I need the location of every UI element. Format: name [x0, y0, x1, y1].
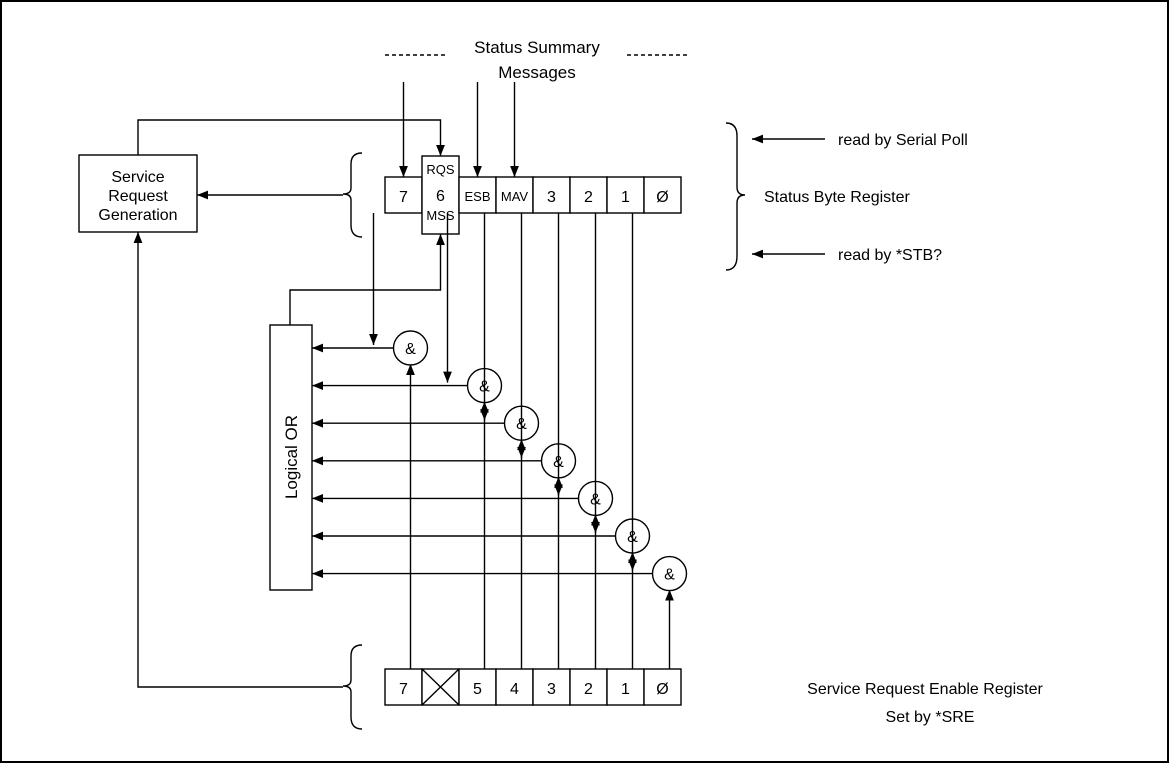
sbr-cell-rqs-label: RQS [426, 162, 455, 177]
sre-to-srg-line [133, 232, 343, 688]
and-gate-symbol: & [405, 341, 416, 358]
sbr-cell-bit6-label: 6 [436, 188, 445, 205]
sbr-cell-rqs-mss [421, 155, 460, 235]
sre-register-sublabel: Set by *SRE [886, 709, 975, 726]
srg-line1: Service [111, 169, 164, 186]
read-by-stb-label: read by *STB? [838, 247, 942, 264]
read-by-serial-poll-label: read by Serial Poll [838, 132, 968, 149]
status-byte-right-brace [725, 122, 746, 271]
srg-line2: Request [108, 188, 168, 205]
sbr-cell-mss-label: MSS [426, 208, 455, 223]
sre-cell-label: 7 [399, 681, 408, 698]
wiring: &&&&&&& [133, 82, 688, 688]
sbr-cell-label: 3 [547, 189, 556, 206]
or-to-mss-line [289, 234, 445, 325]
sbr-cell-label: 2 [584, 189, 593, 206]
logical-or-label: Logical OR [282, 415, 301, 499]
sre-cell-label: 4 [510, 681, 519, 698]
sre-register-label: Service Request Enable Register [807, 681, 1043, 698]
sre-left-brace [342, 644, 363, 730]
sbr-cell-label: 1 [621, 189, 630, 206]
sbr-cell [643, 176, 682, 214]
sbr-cell [384, 176, 423, 214]
sre-cell-label: 3 [547, 681, 556, 698]
sre-cell [384, 668, 423, 706]
status-byte-register-label: Status Byte Register [764, 189, 911, 206]
sbr-cell-label: MAV [501, 189, 529, 204]
sre-cell [643, 668, 682, 706]
sre-cell [458, 668, 497, 706]
status-byte-left-brace [342, 152, 363, 238]
logical-or-box [269, 324, 313, 591]
sre-cell-label: 2 [584, 681, 593, 698]
sre-cell-cross-b [421, 668, 460, 706]
srg-line3: Generation [98, 207, 177, 224]
status-summary-subtitle: Messages [498, 63, 575, 82]
service-request-enable-register: 7 5 4 3 2 1 Ø [384, 668, 682, 706]
sbr-cell [606, 176, 645, 214]
and-gate-symbol: & [664, 567, 675, 584]
service-request-generation-box [78, 154, 198, 233]
sre-cell-label: 5 [473, 681, 482, 698]
sbr-cell-label: ESB [464, 189, 490, 204]
rqs-feedback-line [137, 119, 445, 156]
sre-cell-label: 1 [621, 681, 630, 698]
sre-cell-label: Ø [656, 681, 668, 698]
sbr-cell [495, 176, 534, 214]
sbr-cell-label: 7 [399, 189, 408, 206]
sbr-cell [569, 176, 608, 214]
status-summary-title: Status Summary [474, 38, 600, 57]
sbr-cell [532, 176, 571, 214]
sbr-cell-label: Ø [656, 189, 668, 206]
